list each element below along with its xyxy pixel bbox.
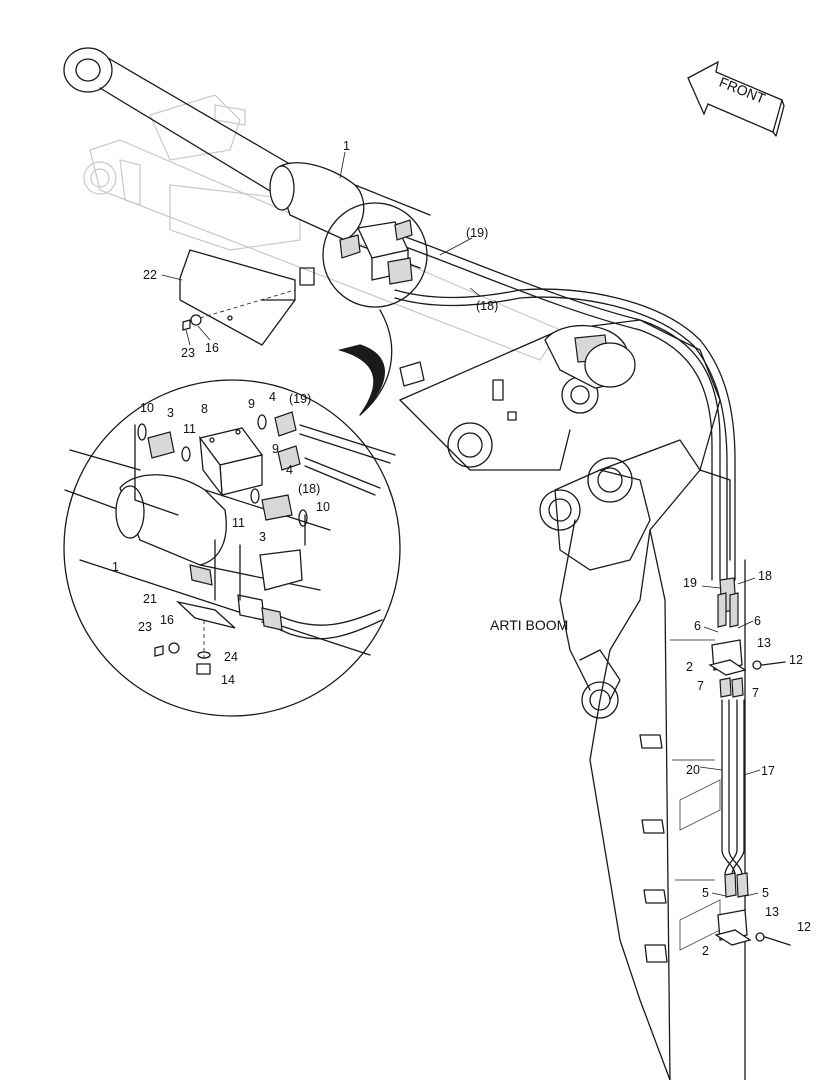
callout-12-a: 12: [789, 653, 803, 667]
callout-23-top: 23: [181, 346, 195, 360]
boom-cylinder: [63, 47, 431, 269]
callout-9-b: 9: [272, 442, 279, 456]
callout-5-right: 5: [762, 886, 769, 900]
callout-6-right: 6: [754, 614, 761, 628]
front-arrow: FRONT: [687, 60, 785, 137]
callout-13-a: 13: [757, 636, 771, 650]
section-label: ARTI BOOM: [490, 617, 568, 633]
callout-1-top: 1: [343, 139, 350, 153]
hose-run-lower: [708, 577, 791, 946]
callout-24: 24: [224, 650, 238, 664]
callout-labels: ARTI BOOM 1 (19) (18) 22 23 16 10 3 8 9 …: [112, 139, 811, 958]
callout-1-detail: 1: [112, 560, 119, 574]
callout-4-b: 4: [286, 463, 293, 477]
callout-12-b: 12: [797, 920, 811, 934]
hose-run-upper: [394, 234, 736, 581]
callout-5-left: 5: [702, 886, 709, 900]
callout-19-right: 19: [683, 576, 697, 590]
callout-7-left: 7: [697, 679, 704, 693]
callout-18-top: (18): [476, 299, 498, 313]
callout-7-right: 7: [752, 686, 759, 700]
callout-4-a: 4: [269, 390, 276, 404]
callout-9-a: 9: [248, 397, 255, 411]
callout-18-detail: (18): [298, 482, 320, 496]
valve-assembly-top: [322, 202, 636, 389]
detail-view: [63, 309, 401, 717]
callout-17: 17: [761, 764, 775, 778]
callout-19-top: (19): [466, 226, 488, 240]
leader-lines: [161, 151, 761, 897]
callout-8: 8: [201, 402, 208, 416]
callout-19-detail: (19): [289, 392, 311, 406]
callout-21: 21: [143, 592, 157, 606]
callout-16-top: 16: [205, 341, 219, 355]
callout-16-detail: 16: [160, 613, 174, 627]
callout-10-b: 10: [316, 500, 330, 514]
callout-6-left: 6: [694, 619, 701, 633]
cover-plate: [179, 249, 296, 346]
callout-20: 20: [686, 763, 700, 777]
callout-2-a: 2: [686, 660, 693, 674]
boom-structure: [83, 94, 746, 1080]
callout-3-a: 3: [167, 406, 174, 420]
callout-18-right: 18: [758, 569, 772, 583]
callout-2-b: 2: [702, 944, 709, 958]
callout-13-b: 13: [765, 905, 779, 919]
callout-14: 14: [221, 673, 235, 687]
callout-11-a: 11: [183, 422, 196, 436]
callout-10-a: 10: [140, 401, 154, 415]
callout-22: 22: [143, 268, 157, 282]
callout-23-detail: 23: [138, 620, 152, 634]
callout-11-b: 11: [232, 516, 245, 530]
callout-3-b: 3: [259, 530, 266, 544]
